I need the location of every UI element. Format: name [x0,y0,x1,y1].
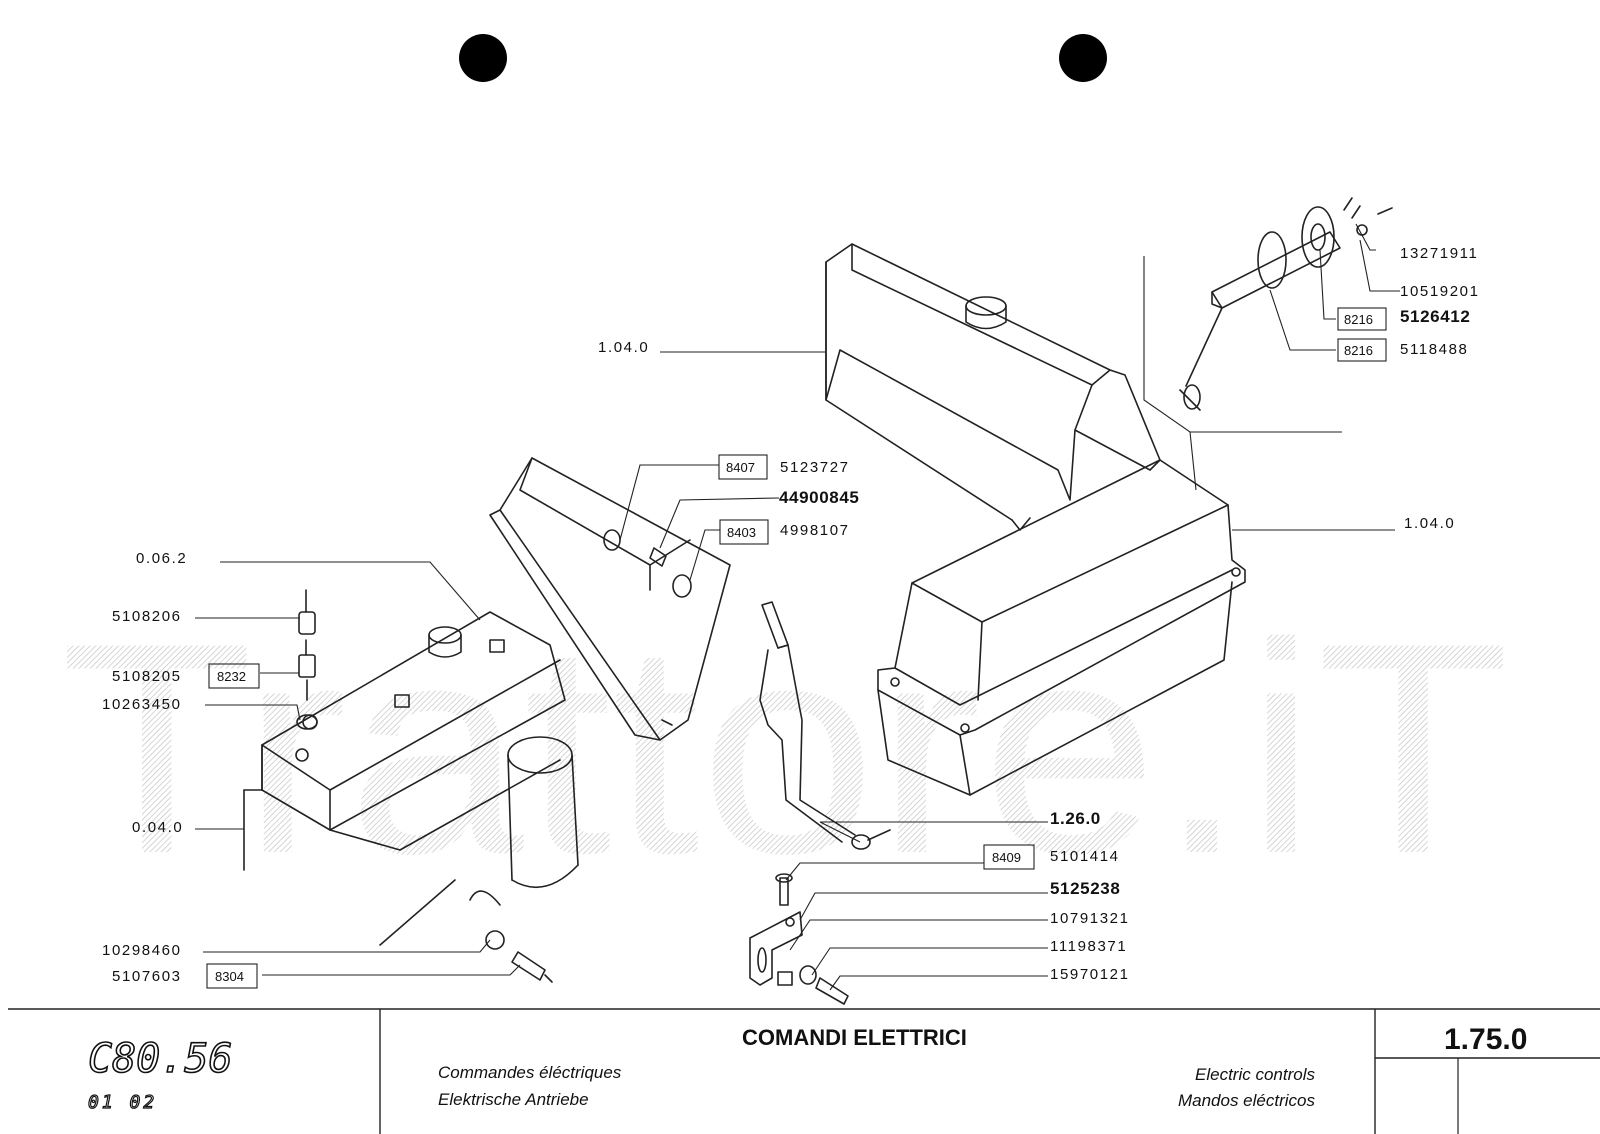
svg-text:8403: 8403 [727,525,756,540]
part-label-10263450: 10263450 [102,696,182,713]
part-label-44900845: 44900845 [779,488,859,507]
switch-bracket [749,873,849,1005]
watermark: Trattore.iT [60,580,1510,916]
svg-text:8407: 8407 [726,460,755,475]
part-label-11198371: 11198371 [1050,938,1127,955]
part-label-5108206: 5108206 [112,608,182,625]
part-label-10298460: 10298460 [102,942,182,959]
part-label-5108205: 5108205 [112,668,182,685]
engine-block [243,611,566,871]
svg-text:8304: 8304 [215,969,244,984]
svg-text:8409: 8409 [992,850,1021,865]
temperature-sender [296,589,553,983]
filter-cylinder [379,736,579,946]
part-label-15970121: 15970121 [1050,966,1130,983]
part-label-5107603: 5107603 [112,968,182,985]
ref-box-8409: 8409 [983,844,1035,870]
binder-hole-left [459,34,507,82]
fuel-level-sender [1179,197,1393,411]
title-german: Elektrische Antriebe [438,1090,589,1109]
page-title: COMANDI ELETTRICI [742,1025,967,1050]
part-label-0040: 0.04.0 [132,819,183,836]
part-label-0062: 0.06.2 [136,550,187,567]
part-label-5125238: 5125238 [1050,879,1120,898]
part-label-10791321: 10791321 [1050,910,1130,927]
part-label-5118488: 5118488 [1400,341,1468,358]
title-spanish: Mandos eléctricos [1178,1091,1316,1110]
part-label-10519201: 10519201 [1400,283,1480,300]
part-label-1040-top: 1.04.0 [598,339,649,356]
ref-box-8407: 8407 [718,454,768,480]
svg-text:8232: 8232 [217,669,246,684]
dashboard-panel [489,457,731,741]
title-english: Electric controls [1195,1065,1315,1084]
part-label-13271911: 13271911 [1400,245,1478,262]
part-label-1040-right: 1.04.0 [1404,515,1455,532]
model-name: C80.56 [88,1036,233,1082]
part-label-5123727: 5123727 [780,459,850,476]
part-label-1260: 1.26.0 [1050,809,1101,828]
part-label-5101414: 5101414 [1050,848,1120,865]
model-series: 01 02 [88,1092,157,1113]
leader-lines [195,223,1400,991]
rear-fuel-tank [825,243,1161,531]
ref-box-8403: 8403 [719,519,769,545]
ref-box-8232: 8232 [208,663,260,689]
control-lever [759,601,891,850]
part-label-5126412: 5126412 [1400,307,1470,326]
page-code: 1.75.0 [1444,1023,1527,1056]
ref-box-8304: 8304 [206,963,258,989]
ref-box-8216-a: 8216 [1337,307,1387,331]
title-french: Commandes éléctriques [438,1063,622,1082]
svg-text:8216: 8216 [1344,312,1373,327]
side-fuel-tank [877,459,1246,796]
svg-text:8216: 8216 [1344,343,1373,358]
binder-hole-right [1059,34,1107,82]
ref-box-8216-b: 8216 [1337,338,1387,362]
part-label-4998107: 4998107 [780,522,850,539]
